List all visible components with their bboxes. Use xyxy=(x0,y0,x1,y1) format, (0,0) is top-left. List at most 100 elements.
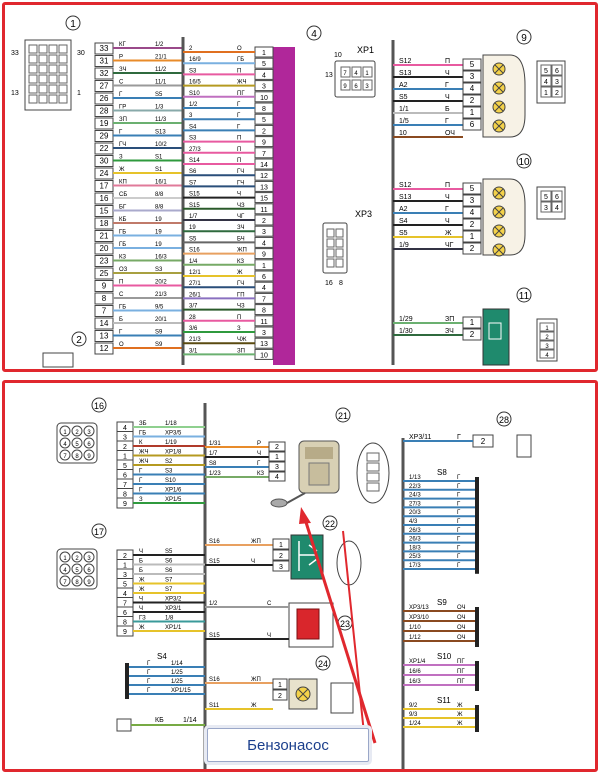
partial-block-bottom: КБ 1/14 xyxy=(116,717,205,732)
xp1-cavity-label: 9 xyxy=(343,84,347,90)
block1-pin: 9 xyxy=(102,282,107,291)
connector-1-cavity xyxy=(48,94,58,104)
splice-bar xyxy=(475,705,479,732)
lamp-connector-pin: 2 xyxy=(555,90,559,97)
block1-wire-code: Б xyxy=(119,317,123,323)
block1-wire-code: ГР xyxy=(119,105,126,111)
block1-wire-code: Г xyxy=(119,330,123,336)
round-cavity xyxy=(71,551,83,563)
pin-destination: XP1/1 xyxy=(165,625,182,631)
connector-1-cavity xyxy=(58,84,68,94)
block4-source: S14 xyxy=(189,158,200,164)
connector-1-cavity xyxy=(58,64,68,74)
block4-color: П xyxy=(237,68,241,74)
connector-1-cavity xyxy=(28,64,38,74)
pin-number: 4 xyxy=(123,591,127,598)
block1-destination: 19 xyxy=(155,230,162,236)
splice-color: ОЧ xyxy=(457,615,466,621)
block1-destination: 21/1 xyxy=(155,55,167,61)
component-24: 24 xyxy=(288,655,354,714)
block4-color: ГБ xyxy=(237,57,244,63)
lamp-wire-color: Г xyxy=(445,82,449,89)
block4-source: 26/1 xyxy=(189,292,201,298)
round-cavity-number: 9 xyxy=(87,580,91,586)
splice-color: Ж xyxy=(457,721,463,727)
lamp-pin: 1 xyxy=(470,232,475,241)
block4-color: П xyxy=(237,158,241,164)
block4-source: 3/7 xyxy=(189,304,198,310)
lamp-bulb-cross xyxy=(494,245,504,255)
block1-wire-code: ГЧ xyxy=(119,142,126,148)
component-9-number: 9 xyxy=(521,33,527,44)
pin-destination: S5 xyxy=(165,549,173,555)
block1-pin: 33 xyxy=(100,44,109,53)
splice-entry: 26/3 xyxy=(409,528,421,534)
block11-pin-box xyxy=(462,316,482,329)
component-28-source: XP3/11 xyxy=(409,434,432,441)
pin-destination: S3 xyxy=(165,469,173,475)
splice-entry: 25/3 xyxy=(409,554,421,560)
block1-wire-code: С xyxy=(119,292,124,298)
lamp-pin: 6 xyxy=(470,120,475,129)
component-4-badge xyxy=(306,25,322,41)
block1-wire-code: КГ xyxy=(119,42,126,48)
connector-1-pin-1: 1 xyxy=(77,90,81,97)
block4-source: S16 xyxy=(189,248,200,254)
block1-pin: 13 xyxy=(100,332,109,341)
pin-number: 9 xyxy=(123,501,127,508)
round-cavity xyxy=(59,551,71,563)
block4-pin: 3 xyxy=(262,330,266,337)
connector-1-cavity xyxy=(58,94,68,104)
block4-pin: 8 xyxy=(262,308,266,315)
component-28: 28 2 XP3/11 Г xyxy=(403,411,532,458)
lamp-bulb-cross xyxy=(494,121,504,131)
block4-color: ЗЧ xyxy=(237,225,245,231)
s4-color: Г xyxy=(147,670,151,676)
pin-wire-color: Ж xyxy=(139,587,145,593)
block4-source: S5 xyxy=(189,236,197,242)
lamp-wire-source: S13 xyxy=(399,70,412,77)
round-cavity xyxy=(59,575,71,587)
lamp-wire-color: Ч xyxy=(445,94,450,101)
block4-pin: 1 xyxy=(262,50,266,57)
component-23-number: 23 xyxy=(340,619,350,629)
lamp-wire-source: 1/1 xyxy=(399,106,409,113)
connector-1-cavity xyxy=(48,84,58,94)
block23-source: S15 xyxy=(209,633,220,639)
splice-color: ОЧ xyxy=(457,625,466,631)
component-24-lamp-cross xyxy=(297,688,309,700)
lamp-wire-source: S12 xyxy=(399,182,412,189)
splice-entry: 20/3 xyxy=(409,510,421,516)
block4-pin: 10 xyxy=(260,95,268,102)
block4-pin: 13 xyxy=(260,184,268,191)
connector-xp3: XP3 16 8 xyxy=(322,209,372,287)
block24-pin: 1 xyxy=(278,682,282,689)
connector-21-cavity xyxy=(366,472,380,482)
block21-pin-box xyxy=(268,441,286,452)
round-cavity-number: 4 xyxy=(63,442,67,448)
xp1-cavity xyxy=(340,79,351,91)
block4-pin: 4 xyxy=(262,240,266,247)
lamp-pin: 4 xyxy=(470,84,475,93)
lamp-connector-cavity xyxy=(540,86,552,98)
round-cavity-number: 5 xyxy=(75,442,79,448)
block1-pin: 27 xyxy=(100,82,109,91)
switch-11-symbol xyxy=(488,322,502,340)
component-17-number: 17 xyxy=(94,527,104,537)
component-16-badge xyxy=(91,397,107,413)
block21-color: Ч xyxy=(257,451,261,457)
round-cavity-number: 8 xyxy=(75,580,79,586)
connector-11-cavity xyxy=(539,331,555,341)
block1-wire-code: ЗП xyxy=(119,117,127,123)
block4-color: БЧ xyxy=(237,236,245,242)
component-4-number: 4 xyxy=(311,29,317,40)
pin-number: 2 xyxy=(123,553,127,560)
splice-color: ОЧ xyxy=(457,605,466,611)
block4-pin: 13 xyxy=(260,341,268,348)
round-cavity-number: 2 xyxy=(75,430,79,436)
